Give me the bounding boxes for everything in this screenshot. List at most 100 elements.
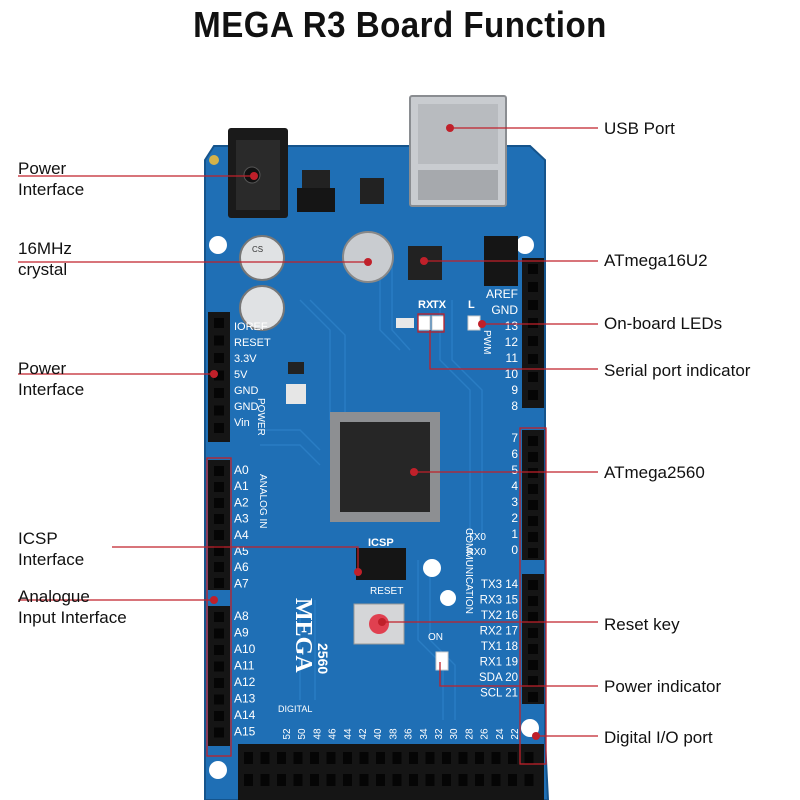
header-pin bbox=[214, 562, 224, 572]
header-pin bbox=[244, 774, 253, 786]
callout-serial-indicator: Serial port indicator bbox=[604, 361, 751, 380]
header-pin bbox=[359, 774, 369, 786]
digital-pin-label: 7 bbox=[511, 431, 518, 445]
header-pin bbox=[214, 628, 224, 639]
header-pin bbox=[214, 482, 224, 492]
icsp-header bbox=[356, 548, 406, 580]
digital-pin-label: 0 bbox=[511, 543, 518, 557]
header-pin bbox=[528, 390, 538, 400]
header-pin bbox=[528, 532, 538, 542]
analog-pin-label: A3 bbox=[234, 512, 249, 526]
digital-header-right bbox=[522, 258, 544, 704]
analog-pin-label: A5 bbox=[234, 544, 249, 558]
power-pin-label: GND bbox=[234, 385, 259, 397]
comm-pin-label: SDA 20 bbox=[479, 672, 518, 684]
digital-pin-label: GND bbox=[491, 303, 518, 317]
header-pin bbox=[528, 628, 538, 638]
model-2560-text: 2560 bbox=[315, 643, 331, 674]
line-digital-io-dot bbox=[532, 732, 540, 740]
header-pin bbox=[491, 752, 501, 764]
bottom-pin-label: 24 bbox=[495, 728, 506, 740]
bottom-pin-label: 22 bbox=[510, 728, 521, 740]
header-pin bbox=[214, 514, 224, 524]
digital-pin-label: 1 bbox=[511, 527, 518, 541]
reset-board-label: RESET bbox=[370, 586, 403, 597]
mount-hole bbox=[209, 236, 227, 254]
header-pin bbox=[277, 752, 286, 764]
callout-power-indicator: Power indicator bbox=[604, 677, 722, 696]
digital-pin-label: 11 bbox=[506, 351, 519, 365]
header-pin bbox=[528, 644, 538, 654]
bottom-pin-label: 46 bbox=[328, 728, 339, 740]
comm-header-label: COMMUNICATION bbox=[463, 528, 474, 614]
header-pin bbox=[392, 752, 402, 764]
bottom-pin-label: 52 bbox=[282, 728, 293, 740]
header-pin bbox=[528, 264, 538, 274]
capacitor bbox=[239, 285, 285, 331]
header-pin bbox=[214, 694, 224, 705]
mount-hole bbox=[423, 559, 441, 577]
digital-pin-label: 5 bbox=[511, 463, 518, 477]
header-pin bbox=[214, 318, 224, 328]
header-pin bbox=[326, 752, 336, 764]
rx-pin-label: RX0 bbox=[467, 547, 487, 558]
line-power-indicator bbox=[439, 662, 598, 687]
header-pin bbox=[528, 452, 538, 462]
header-pin bbox=[491, 774, 501, 786]
header-pin bbox=[528, 318, 538, 328]
analog-pin-label: A12 bbox=[234, 675, 256, 689]
power-pin-label: GND bbox=[234, 401, 259, 413]
header-pin bbox=[214, 727, 224, 738]
header-pin bbox=[326, 774, 336, 786]
header-pin bbox=[214, 423, 224, 433]
crystal-component bbox=[342, 231, 394, 283]
header-pin bbox=[458, 774, 468, 786]
header-pin bbox=[214, 546, 224, 556]
tx-led-label: TX bbox=[432, 299, 447, 311]
header-pin bbox=[214, 498, 224, 508]
header-pin bbox=[260, 752, 270, 764]
header-pin bbox=[359, 752, 369, 764]
header-pin bbox=[214, 645, 224, 655]
line-atmega16u2-dot bbox=[420, 257, 428, 265]
line-icsp-dot bbox=[354, 568, 362, 576]
small-component bbox=[288, 362, 304, 374]
digital-pin-label: 13 bbox=[505, 319, 519, 333]
header-pin bbox=[442, 774, 451, 786]
line-serial-indicator bbox=[429, 330, 598, 370]
header-pin bbox=[528, 500, 538, 510]
line-analogue-input-dot bbox=[210, 596, 218, 604]
analog-header-label: ANALOG IN bbox=[257, 474, 268, 528]
bottom-pin-label: 42 bbox=[358, 728, 369, 740]
header-pin bbox=[528, 612, 538, 622]
mega-logo: MEGA 2560 bbox=[290, 598, 331, 674]
mega-logo-text: MEGA bbox=[290, 598, 316, 673]
header-pin bbox=[214, 388, 224, 398]
small-component bbox=[286, 384, 306, 404]
header-pin bbox=[214, 530, 224, 540]
header-pin bbox=[310, 752, 319, 764]
callout-digital-io: Digital I/O port bbox=[604, 728, 713, 747]
header-pin bbox=[528, 676, 538, 686]
digital-pin-label: 6 bbox=[511, 447, 518, 461]
header-pin bbox=[528, 336, 538, 346]
digital-pin-label: 3 bbox=[511, 495, 518, 509]
comm-pin-label: TX3 14 bbox=[481, 579, 519, 591]
line-onboard-leds-box bbox=[417, 313, 445, 333]
bottom-pin-label: 38 bbox=[388, 728, 399, 740]
header-pin bbox=[528, 300, 538, 310]
cap-label: CS bbox=[252, 245, 263, 254]
comm-pin-label: TX2 16 bbox=[481, 610, 518, 622]
power-pin-label: 5V bbox=[234, 369, 248, 381]
analog-pin-label: A11 bbox=[234, 659, 255, 673]
header-pin bbox=[508, 774, 517, 786]
header-pin bbox=[528, 596, 538, 606]
header-pin bbox=[475, 774, 484, 786]
header-pin bbox=[409, 752, 418, 764]
mount-hole bbox=[209, 761, 227, 779]
line-atmega2560-dot bbox=[410, 468, 418, 476]
